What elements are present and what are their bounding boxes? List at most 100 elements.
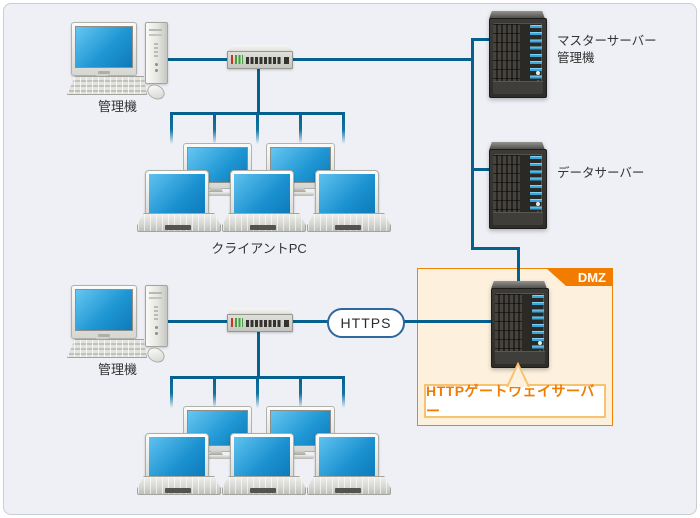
line-drop xyxy=(213,376,216,408)
line-branch-master-server xyxy=(474,38,492,41)
master-server-label: マスターサーバー 管理機 xyxy=(557,34,657,65)
line-drop xyxy=(342,376,345,408)
switch-front-face xyxy=(227,51,293,69)
gateway-server-label-box: HTTPゲートウェイサーバー xyxy=(424,383,606,419)
server-indicator xyxy=(538,341,542,345)
line-trunk-bend xyxy=(471,247,520,250)
https-badge: HTTPS xyxy=(327,308,405,338)
server-body xyxy=(489,149,547,229)
laptop-screen xyxy=(319,174,375,214)
laptop-icon xyxy=(222,170,306,232)
switch-led-red xyxy=(231,55,233,64)
monitor-stand-base xyxy=(201,192,231,196)
tower-drive-slot xyxy=(149,292,162,294)
line-branch-data-server xyxy=(474,168,492,171)
monitor-screen xyxy=(75,26,133,68)
laptop-screen xyxy=(234,174,290,214)
line-switch-to-https xyxy=(292,320,330,323)
line-trunk-vertical xyxy=(471,38,474,250)
switch-uplink-port xyxy=(284,320,289,327)
laptop-screen xyxy=(234,437,290,477)
laptop-lid xyxy=(145,170,209,218)
switch-top-face xyxy=(227,45,293,52)
server-leds xyxy=(530,156,542,211)
admin-workstation-top: 管理機 xyxy=(65,18,170,114)
laptop-icon xyxy=(222,433,306,495)
keyboard-icon xyxy=(67,339,147,358)
server-leds xyxy=(530,25,542,80)
dmz-tab: DMZ xyxy=(546,268,613,286)
client-pc-label: クライアントPC xyxy=(211,241,307,256)
server-vents xyxy=(493,24,520,81)
monitor-logo xyxy=(98,71,110,74)
laptop-screen xyxy=(149,174,205,214)
line-switch-to-trunk xyxy=(292,58,474,61)
line-drop xyxy=(213,112,216,144)
line-drop xyxy=(256,112,259,144)
server-body xyxy=(491,288,549,368)
laptop-icon xyxy=(307,433,391,495)
monitor-stand-neck xyxy=(292,187,306,192)
switch-top-face xyxy=(227,308,293,315)
switch-led-green xyxy=(235,318,243,327)
laptop-icon xyxy=(137,433,221,495)
laptop-icon xyxy=(137,170,221,232)
admin-label-bottom: 管理機 xyxy=(97,362,137,377)
server-body xyxy=(489,18,547,98)
server-foot xyxy=(493,212,543,225)
data-server-icon xyxy=(489,142,547,229)
monitor-stand-base xyxy=(284,455,314,459)
admin-label-top: 管理機 xyxy=(97,99,137,114)
laptop-screen xyxy=(149,437,205,477)
laptop-front-bar xyxy=(335,488,361,493)
data-server-label: データサーバー xyxy=(557,166,645,180)
server-vents xyxy=(495,294,522,351)
server-indicator xyxy=(536,202,540,206)
keyboard-icon xyxy=(67,76,147,95)
monitor-stand-neck xyxy=(292,450,306,455)
monitor-stand-base xyxy=(284,192,314,196)
laptop-lid xyxy=(315,170,379,218)
network-switch-bottom-icon xyxy=(227,308,293,332)
line-drop xyxy=(299,376,302,408)
laptop-front-bar xyxy=(165,225,191,230)
monitor-icon xyxy=(71,22,137,76)
pc-tower-icon xyxy=(145,22,168,84)
dmz-label: DMZ xyxy=(577,269,606,285)
line-switch-stub-bottom xyxy=(257,329,260,378)
laptop-front-bar xyxy=(250,225,276,230)
server-foot xyxy=(495,351,545,364)
laptop-icon xyxy=(307,170,391,232)
gateway-server-icon xyxy=(491,281,549,368)
monitor-screen xyxy=(75,289,133,331)
client-pc-group-bottom xyxy=(135,403,391,518)
network-switch-top-icon xyxy=(227,45,293,69)
switch-front-face xyxy=(227,314,293,332)
laptop-lid xyxy=(145,433,209,481)
laptop-front-bar xyxy=(335,225,361,230)
monitor-stand-base xyxy=(201,455,231,459)
line-drop xyxy=(299,112,302,144)
line-drop xyxy=(170,112,173,144)
pc-tower-icon xyxy=(145,285,168,347)
tower-vent xyxy=(154,43,158,59)
client-pc-group-top: クライアントPC xyxy=(135,140,391,258)
tower-buttons xyxy=(155,326,158,329)
line-https-to-gateway xyxy=(399,320,493,323)
monitor-icon xyxy=(71,285,137,339)
tower-buttons xyxy=(155,63,158,66)
monitor-stand-neck xyxy=(209,187,223,192)
tower-vent xyxy=(154,306,158,322)
switch-led-green xyxy=(235,55,243,64)
line-drop xyxy=(170,376,173,408)
laptop-lid xyxy=(230,170,294,218)
line-switch-stub-top xyxy=(257,66,260,114)
line-tower-to-switch-bottom xyxy=(166,320,228,323)
laptop-lid xyxy=(315,433,379,481)
https-label: HTTPS xyxy=(340,315,392,331)
switch-ports xyxy=(246,320,282,327)
line-tower-to-switch-top xyxy=(166,58,228,61)
server-leds xyxy=(532,295,544,350)
laptop-screen xyxy=(319,437,375,477)
switch-led-red xyxy=(231,318,233,327)
